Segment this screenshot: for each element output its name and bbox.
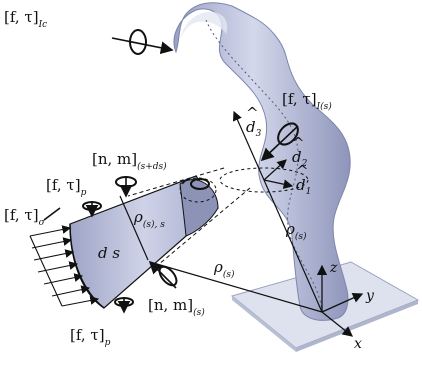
svg-text:^: ^ [292,134,305,152]
rho-s-line-right [263,179,323,313]
svg-text:^: ^ [296,162,309,180]
distributed-load-arrows [29,223,105,309]
segment-ds-inner [179,179,219,237]
d2-arrow [263,159,287,181]
svg-text:d3: d3 [246,118,262,139]
label-f-tau-sigma: [f, τ]σ [4,206,46,228]
cross-section-ellipse [219,167,309,193]
label-ds: d s [98,244,120,262]
svg-text:^: ^ [246,104,259,122]
label-f-tau-Is: [f, τ]I(s) [282,90,332,112]
base-plate-edge [232,296,296,352]
moment-sigma-symbol [43,207,61,221]
d1-arrow [263,179,294,189]
moment-sds-symbol [115,176,137,198]
label-d1: ^ d1 [296,162,311,197]
moment-p-top-symbol [82,201,102,218]
axis-x-line [321,311,354,337]
label-f-tau-Ic: [f, τ]Ic [4,8,47,30]
rho-s-line-bottom [149,261,323,313]
label-rho-s-s: ρ(s), s [133,208,165,230]
label-d3: ^ d3 [246,104,262,139]
force-Ic-arrow [111,29,174,55]
label-f-tau-p-bottom: [f, τ]p [70,326,111,348]
label-f-tau-p-top: [f, τ]p [46,176,87,198]
guide-line-bottom [151,187,251,271]
base-plate-edge-right [296,300,418,352]
force-Is-arrow [260,122,299,162]
robot-backbone [205,19,323,313]
label-rho-s-right: ρ(s) [285,220,307,242]
moment-p-bottom-symbol [114,297,134,314]
label-axis-z: z [329,260,338,276]
axis-y-line [321,292,364,313]
label-n-m-sds: [n, m](s+ds) [92,150,167,172]
svg-text:d1: d1 [296,176,311,197]
robot-body [173,2,351,321]
rho-s-s-line [119,195,149,261]
svg-text:d2: d2 [292,148,308,169]
moment-extracted-top [190,178,210,190]
d3-arrow [232,110,265,181]
label-d2: ^ d2 [292,134,308,169]
robot-top-cap [180,11,228,40]
moment-s-symbol [148,260,178,289]
segment-top-ellipse [179,177,217,203]
guide-line-top [127,167,225,197]
label-axis-y: y [365,288,375,304]
label-axis-x: x [354,336,362,352]
label-n-m-s: [n, m](s) [148,296,205,318]
label-rho-s-bottom: ρ(s) [213,258,235,280]
